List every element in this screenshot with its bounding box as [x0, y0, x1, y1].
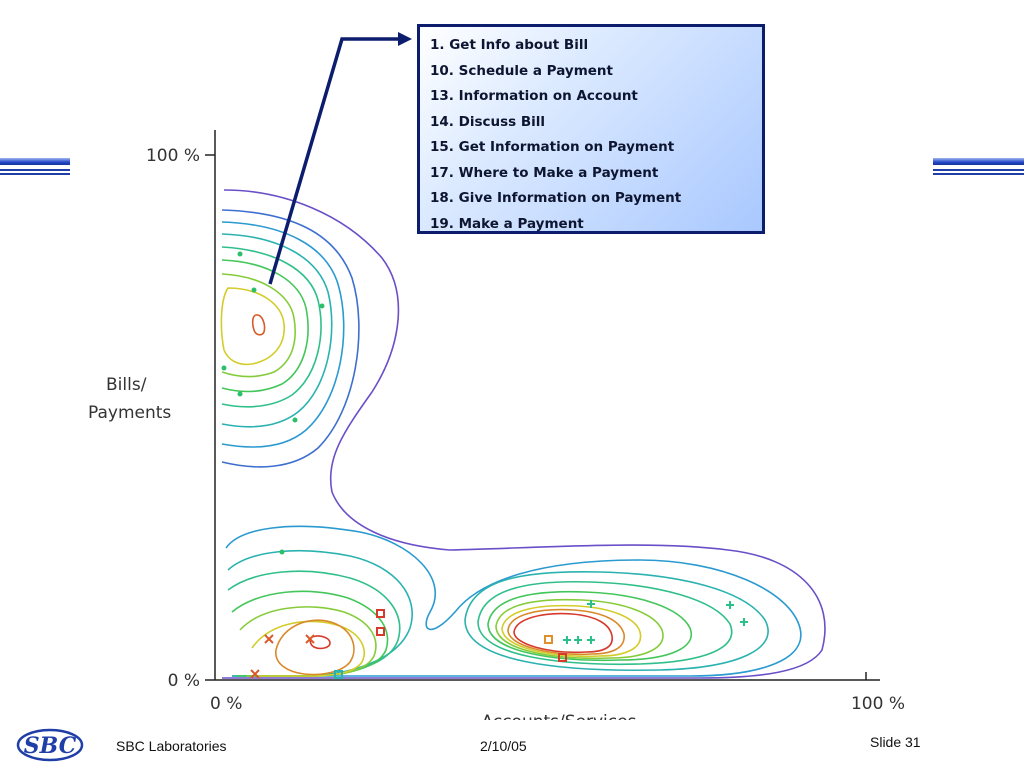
x-axis-label: Accounts/Services	[482, 712, 637, 720]
contour-right-2	[477, 580, 733, 666]
marker-dot	[237, 251, 243, 257]
callout-arrow-line	[268, 37, 400, 285]
contour-lower-4	[231, 590, 389, 677]
footer-date: 2/10/05	[480, 738, 527, 754]
marker-square	[376, 627, 385, 636]
intent-list-box: 1. Get Info about Bill 10. Schedule a Pa…	[417, 24, 765, 234]
slide-footer: SBC SBC Laboratories 2/10/05 Slide 31	[0, 720, 1024, 768]
y-axis-label-line2: Payments	[88, 403, 171, 423]
intent-item: 19. Make a Payment	[430, 215, 584, 232]
callout-arrow-head	[398, 32, 412, 46]
x-tick-left: 0 %	[210, 694, 242, 714]
contour-lower-7	[275, 619, 355, 676]
contour-lower-outer	[225, 525, 802, 677]
marker-square	[544, 635, 553, 644]
contour-upper-6	[221, 273, 296, 378]
marker-dot	[251, 287, 257, 293]
marker-x	[305, 634, 315, 644]
marker-square	[376, 609, 385, 618]
contour-right-5	[501, 604, 642, 658]
marker-plus	[587, 600, 595, 608]
marker-dot	[221, 365, 227, 371]
x-tick-right: 100 %	[851, 694, 905, 714]
contour-right-3	[487, 590, 693, 662]
contour-upper-7	[220, 287, 285, 366]
marker-x	[264, 634, 274, 644]
intent-item: 18. Give Information on Payment	[430, 190, 682, 206]
contour-upper-purple	[222, 189, 826, 679]
marker-square	[334, 670, 343, 679]
intent-item: 1. Get Info about Bill	[430, 37, 589, 53]
contour-upper-3	[221, 233, 333, 428]
intent-item: 10. Schedule a Payment	[430, 62, 613, 79]
y-tick-top: 100 %	[146, 146, 200, 166]
callout-arrow	[268, 32, 412, 285]
contour-lower-peak	[309, 635, 331, 650]
marker-square	[558, 653, 567, 662]
intent-item: 14. Discuss Bill	[430, 113, 546, 130]
contour-right-6	[507, 608, 625, 656]
contours-lower-right-cluster	[464, 570, 769, 672]
decorative-bar-left	[0, 158, 70, 178]
contour-upper-peak	[251, 314, 266, 336]
contour-upper-1	[221, 209, 360, 468]
contour-upper-2	[221, 221, 345, 448]
contour-lower-6	[251, 620, 365, 677]
contour-right-1	[464, 570, 769, 672]
intent-item: 13. Information on Account	[430, 88, 638, 104]
marker-dot	[319, 303, 325, 309]
marker-plus	[574, 636, 582, 644]
footer-left-text: SBC Laboratories	[116, 738, 227, 754]
contour-right-peak	[513, 612, 613, 654]
y-axis-label-line1: Bills/	[106, 375, 147, 395]
contour-plot: 100 % 0 % 0 % 100 % Bills/ Payments Acco…	[88, 32, 905, 720]
y-tick-bottom: 0 %	[168, 671, 200, 691]
footer-slide-number: Slide 31	[870, 734, 921, 750]
contour-right-4	[495, 598, 664, 660]
marker-plus	[563, 636, 571, 644]
intent-item: 15. Get Information on Payment	[430, 139, 675, 155]
sbc-logo: SBC	[16, 728, 84, 762]
markers	[221, 251, 748, 679]
marker-dot	[237, 391, 243, 397]
contour-upper-4	[221, 246, 322, 408]
marker-x	[250, 669, 260, 679]
marker-dot	[292, 417, 298, 423]
marker-plus	[740, 618, 748, 626]
contour-lower-2	[227, 549, 413, 677]
axes	[205, 130, 880, 681]
contours-lower-left-cluster	[225, 525, 802, 677]
marker-dot	[279, 549, 285, 555]
marker-plus	[587, 636, 595, 644]
decorative-bar-right	[933, 158, 1024, 178]
contours-upper-cluster	[220, 189, 826, 679]
intent-item: 17. Where to Make a Payment	[430, 164, 659, 181]
marker-plus	[726, 601, 734, 609]
contour-lower-3	[227, 570, 401, 677]
svg-text:SBC: SBC	[24, 733, 77, 759]
